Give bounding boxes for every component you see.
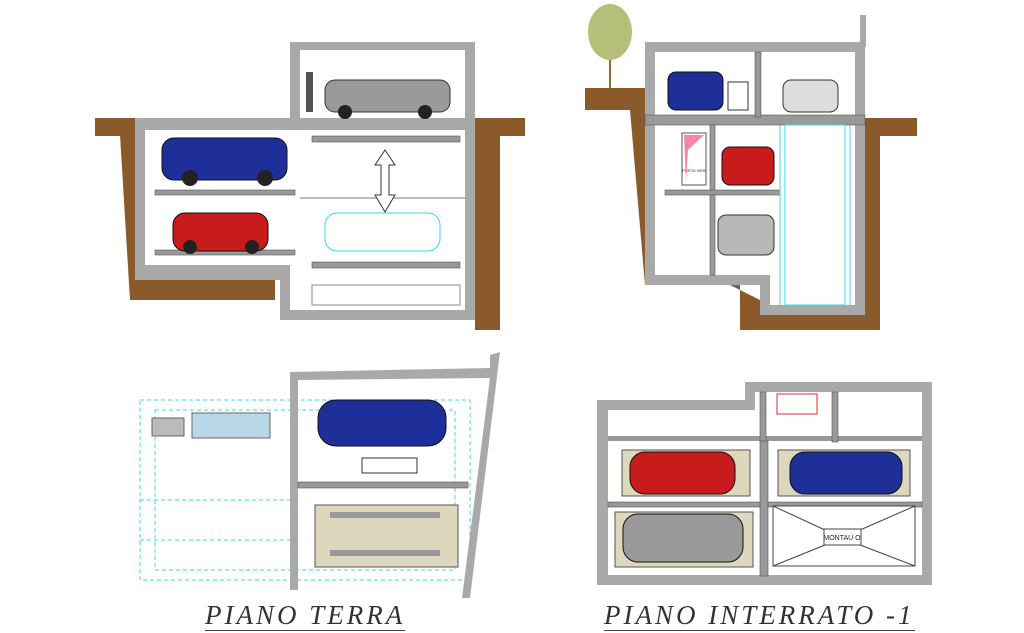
plan-piano-interrato: MONTAU O (597, 382, 932, 585)
person-icon (306, 72, 313, 112)
car-red-topview (629, 451, 736, 495)
lift-platform-label: MONTAU O (823, 535, 861, 542)
car-blue (667, 71, 724, 111)
car-blue-topview (317, 399, 447, 447)
grille (151, 417, 185, 437)
slab (664, 189, 781, 196)
wall (709, 124, 716, 276)
car-red (721, 146, 775, 186)
stairs (776, 393, 818, 415)
title-piano-terra: PIANO TERRA (205, 600, 406, 631)
lift-shaft (784, 124, 846, 306)
lift-platform: MONTAU O (772, 505, 916, 567)
motorcycle-topview (361, 457, 418, 474)
ground-earth-right (860, 118, 917, 136)
ground-earth-left (585, 88, 645, 110)
garage-shell (290, 42, 475, 118)
car-silver (717, 214, 775, 256)
ground-earth-left (95, 118, 145, 136)
slab (154, 189, 296, 196)
door-sign-text: PORTA WEB (682, 168, 706, 173)
up-down-arrow-icon (374, 149, 396, 213)
tree-icon (588, 4, 632, 60)
motorcycle (727, 81, 749, 111)
car-ghost-cyan (324, 212, 441, 252)
section-piano-interrato: PORTA WEB (585, 4, 917, 330)
plan-walls (290, 352, 500, 598)
ground-earth-right (475, 118, 525, 136)
section-piano-terra (95, 42, 525, 330)
lift-mechanism (311, 284, 461, 306)
car-blue (161, 137, 288, 181)
grille (191, 412, 271, 439)
title-piano-interrato: PIANO INTERRATO -1 (604, 600, 915, 631)
car-silver (324, 79, 451, 113)
wall (754, 51, 762, 118)
car-white (782, 79, 839, 113)
chimney (860, 15, 866, 47)
plan-piano-terra (139, 352, 500, 598)
earth-fill-right (475, 135, 500, 330)
car-red (172, 212, 269, 252)
lift-platform-bottom (311, 261, 461, 269)
basement-shell (135, 118, 475, 320)
lift-platform-top (311, 135, 461, 143)
car-silver-topview (622, 513, 744, 563)
car-blue-topview (789, 451, 903, 495)
